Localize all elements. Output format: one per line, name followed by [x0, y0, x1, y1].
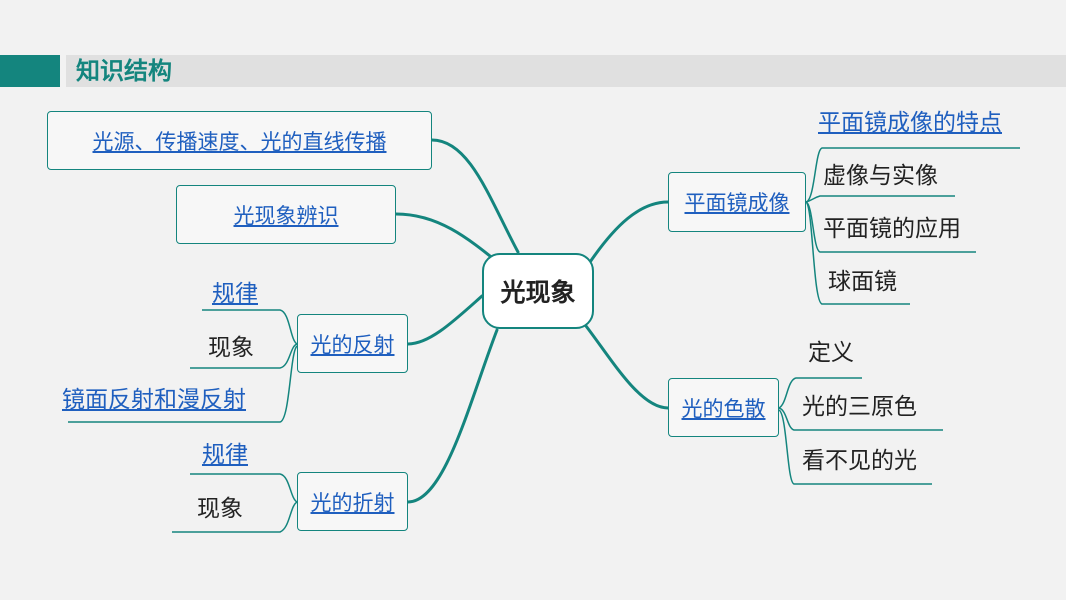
node-dispersion-link[interactable]: 光的色散: [681, 396, 766, 421]
node-dispersion[interactable]: 光的色散: [668, 378, 779, 437]
bracket-plane-mirror: [805, 147, 1020, 203]
header-bar: [66, 55, 1066, 87]
node-phenomena-identification[interactable]: 光现象辨识: [176, 185, 396, 244]
connector-node1: [430, 138, 520, 254]
bracket-refraction: [190, 473, 298, 503]
connector-refraction: [406, 328, 499, 504]
reflection-phenomena: 现象: [208, 335, 254, 361]
connector-reflection: [406, 294, 484, 346]
header-accent-block: [0, 55, 60, 87]
refraction-phenomena: 现象: [197, 496, 243, 522]
node-light-propagation-link[interactable]: 光源、传播速度、光的直线传播: [92, 129, 387, 154]
node-refraction[interactable]: 光的折射: [297, 472, 408, 531]
node-light-propagation[interactable]: 光源、传播速度、光的直线传播: [47, 111, 432, 170]
connector-dispersion: [584, 324, 670, 410]
specular-diffuse-reflection-link[interactable]: 镜面反射和漫反射: [62, 387, 246, 413]
reflection-law-link[interactable]: 规律: [212, 281, 258, 307]
refraction-law-link[interactable]: 规律: [202, 442, 248, 468]
primary-colors-of-light: 光的三原色: [802, 394, 917, 420]
virtual-real-image: 虚像与实像: [823, 163, 938, 189]
plane-mirror-applications: 平面镜的应用: [823, 216, 961, 242]
center-node: 光现象: [482, 253, 594, 329]
plane-mirror-features-link[interactable]: 平面镜成像的特点: [818, 110, 1002, 136]
invisible-light: 看不见的光: [802, 448, 917, 474]
node-refraction-link[interactable]: 光的折射: [310, 490, 395, 515]
node-plane-mirror-link[interactable]: 平面镜成像: [684, 191, 790, 215]
bracket-reflection: [202, 309, 298, 345]
node-reflection[interactable]: 光的反射: [297, 314, 408, 373]
node-reflection-link[interactable]: 光的反射: [310, 332, 395, 357]
node-phenomena-identification-link[interactable]: 光现象辨识: [233, 203, 339, 228]
page-title: 知识结构: [76, 57, 172, 85]
node-plane-mirror[interactable]: 平面镜成像: [668, 172, 806, 232]
connector-plane-mirror: [586, 200, 670, 267]
bracket-dispersion: [778, 377, 862, 409]
dispersion-definition: 定义: [808, 340, 854, 366]
spherical-mirror: 球面镜: [828, 269, 897, 295]
